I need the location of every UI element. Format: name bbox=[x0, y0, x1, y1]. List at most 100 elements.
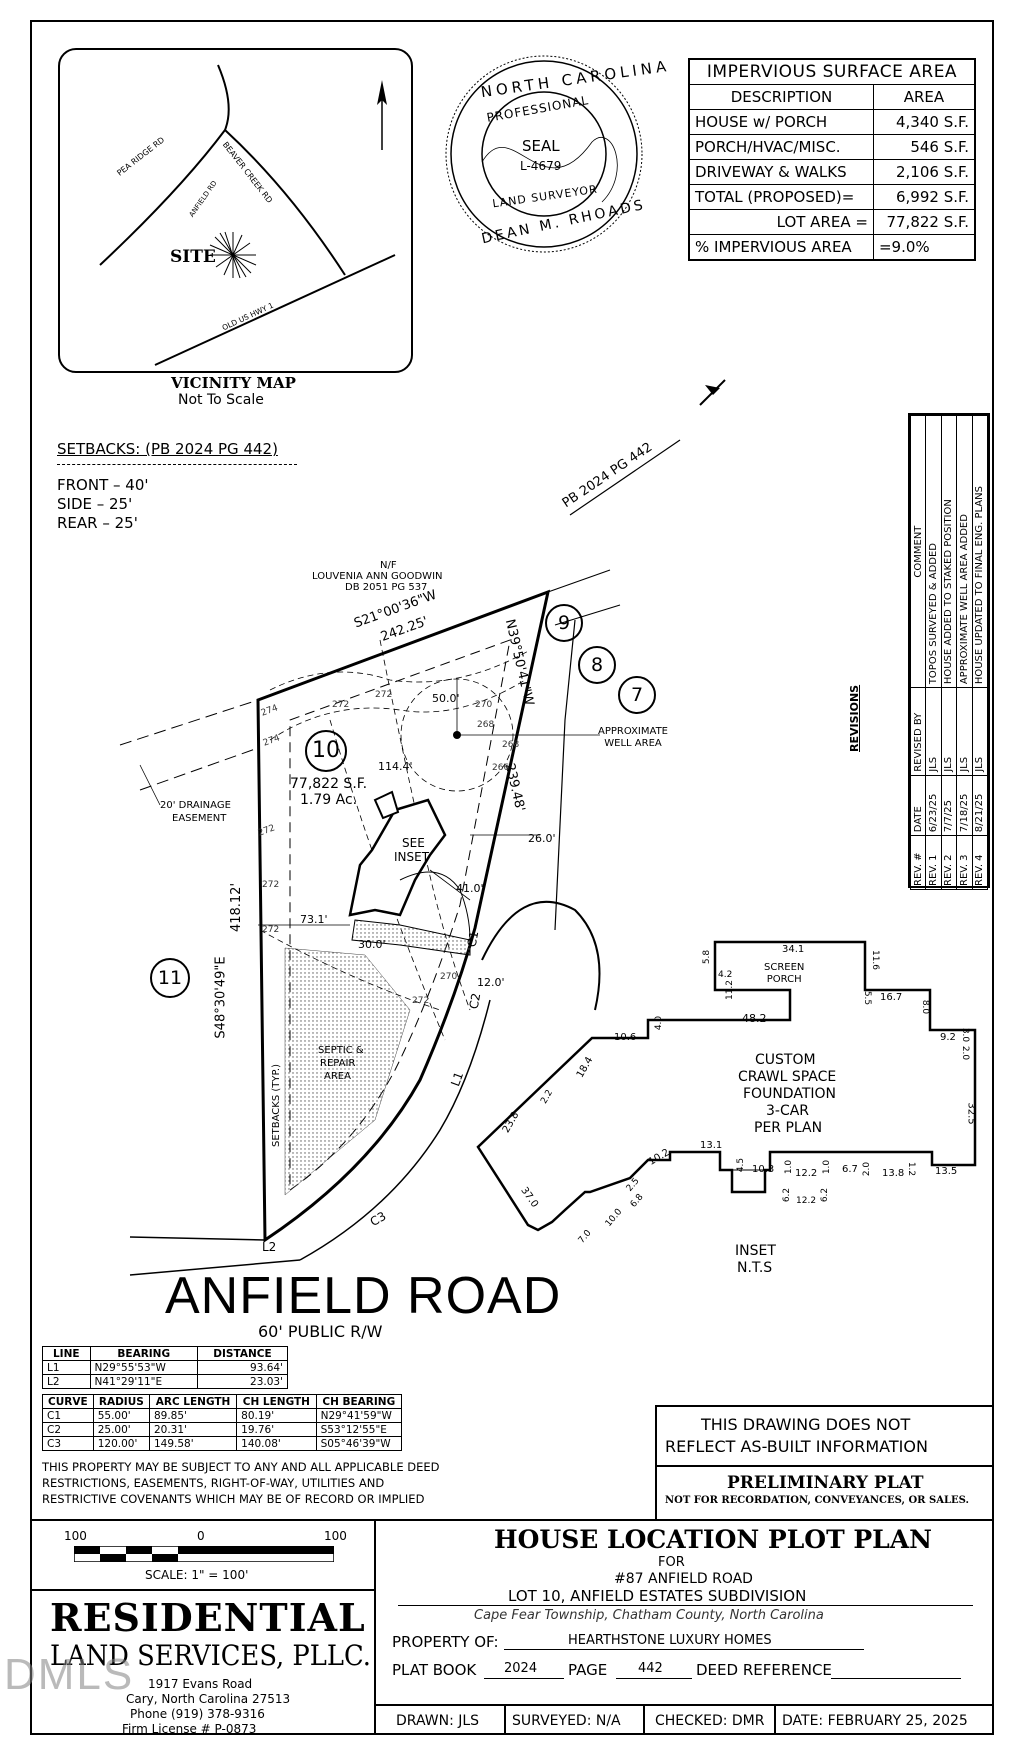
line-table-cell: N41°29'11"E bbox=[89, 1374, 198, 1389]
sheet-border bbox=[30, 20, 994, 1735]
inset-dim: 12.2 bbox=[795, 1168, 818, 1179]
company-name-2: LAND SERVICES, PLLC. bbox=[50, 1639, 371, 1672]
inset-dim: 9.2 bbox=[940, 1032, 956, 1043]
footer-surveyed-text: SURVEYED: N/A bbox=[512, 1713, 621, 1729]
curve-table-cell: 89.85' bbox=[148, 1408, 238, 1423]
plat-book-underline bbox=[484, 1678, 564, 1679]
property-of-value: HEARTHSTONE LUXURY HOMES bbox=[568, 1633, 772, 1648]
impervious-row-label: % IMPERVIOUS AREA bbox=[688, 234, 874, 261]
contour-label: 272 bbox=[262, 925, 280, 935]
inset-label-2: N.T.S bbox=[737, 1260, 773, 1276]
contour-label: 270 bbox=[440, 972, 458, 982]
inset-dim: 8.0 bbox=[920, 999, 931, 1015]
inset-dim: 6.7 bbox=[842, 1164, 858, 1175]
lot-11-marker: 11 bbox=[150, 958, 190, 998]
inset-dim: 10.6 bbox=[614, 1032, 637, 1043]
scale-bar bbox=[74, 1546, 334, 1562]
lot-acres: 1.79 Ac. bbox=[300, 792, 358, 808]
impervious-row-value: 2,106 S.F. bbox=[872, 159, 976, 185]
drainage-easement-label-1: 20' DRAINAGE bbox=[160, 800, 231, 811]
inset-dim: 13.5 bbox=[935, 1166, 958, 1177]
site-star-icon bbox=[209, 231, 257, 279]
impervious-row-label: HOUSE w/ PORCH bbox=[688, 109, 874, 135]
well-area-label: APPROXIMATE WELL AREA bbox=[598, 726, 668, 749]
north-arrow-icon bbox=[377, 80, 387, 150]
property-of-underline bbox=[504, 1649, 864, 1650]
vicinity-map: PEA RIDGE RD BEAVER CREEK RD ANFIELD RD … bbox=[58, 48, 413, 373]
plan-lot: LOT 10, ANFIELD ESTATES SUBDIVISION bbox=[508, 1587, 807, 1605]
property-of-label: PROPERTY OF: bbox=[392, 1633, 499, 1651]
deed-reference-underline bbox=[831, 1678, 961, 1679]
plat-book-value: 2024 bbox=[504, 1661, 538, 1676]
inset-dim: 1.0 bbox=[784, 1159, 795, 1175]
curve-table-cell: S05°46'39"W bbox=[315, 1436, 403, 1451]
curve-table-cell: N29°41'59"W bbox=[315, 1408, 403, 1423]
disclaimer-line-2: REFLECT AS-BUILT INFORMATION bbox=[665, 1437, 928, 1456]
inset-house-text-5: PER PLAN bbox=[754, 1120, 823, 1136]
impervious-row-value: 6,992 S.F. bbox=[872, 184, 976, 210]
road-name: ANFIELD ROAD bbox=[165, 1267, 562, 1325]
footer-checked-text: CHECKED: DMR bbox=[655, 1713, 765, 1729]
inset-house-text-1: CUSTOM bbox=[755, 1052, 816, 1068]
deed-reference-label: DEED REFERENCE bbox=[696, 1661, 832, 1679]
inset-dim: 13.8 bbox=[882, 1168, 905, 1179]
adjoiner-db: DB 2051 PG 537 bbox=[345, 582, 428, 593]
see-inset-label-1: SEE bbox=[402, 836, 425, 850]
contour-label: 268 bbox=[502, 740, 520, 750]
curve-table-cell: 149.58' bbox=[148, 1436, 238, 1451]
contour-label: 272 bbox=[332, 700, 350, 710]
inset-house-drawing bbox=[476, 940, 977, 1232]
disclaimer-box: THIS DRAWING DOES NOT REFLECT AS-BUILT I… bbox=[655, 1405, 994, 1519]
inset-dim: 5.8 bbox=[702, 949, 713, 965]
drainage-easement-label-2: EASEMENT bbox=[172, 813, 227, 824]
inset-dim: 13.1 bbox=[700, 1140, 723, 1151]
setback-rear: REAR – 25' bbox=[57, 514, 138, 532]
lot-9-marker: 9 bbox=[545, 604, 583, 642]
footer-date: DATE: FEBRUARY 25, 2025 bbox=[776, 1704, 994, 1735]
curve-table-header: CH BEARING bbox=[315, 1394, 403, 1409]
curve-table-cell: 120.00' bbox=[92, 1436, 150, 1451]
septic-label-3: AREA bbox=[324, 1071, 351, 1082]
adjoiner-nf: N/F bbox=[380, 560, 397, 571]
line-table-header: BEARING bbox=[89, 1346, 198, 1361]
inset-dim: 4.0 bbox=[654, 1015, 665, 1031]
seal-center2: L-4679 bbox=[520, 159, 562, 173]
curve-table-cell: 80.19' bbox=[236, 1408, 317, 1423]
title-divider bbox=[398, 1605, 973, 1606]
line-table-cell: L1 bbox=[42, 1360, 91, 1375]
dim-12: 12.0' bbox=[477, 976, 505, 989]
scale-label: SCALE: 1" = 100' bbox=[145, 1568, 249, 1582]
plan-township: Cape Fear Township, Chatham County, Nort… bbox=[474, 1608, 824, 1623]
septic-label-1: SEPTIC & bbox=[318, 1045, 364, 1056]
inset-dim: 1.2 bbox=[906, 1161, 917, 1177]
north-arrow-plan-icon bbox=[699, 379, 726, 406]
inset-dim: 32.5 bbox=[965, 1102, 977, 1125]
property-note-line-3: RESTRICTIVE COVENANTS WHICH MAY BE OF RE… bbox=[42, 1492, 425, 1506]
plat-book-label: PLAT BOOK bbox=[392, 1661, 477, 1679]
curve-table-header: CH LENGTH bbox=[236, 1394, 317, 1409]
inset-dim: 11.6 bbox=[870, 949, 881, 971]
contour-label: 268 bbox=[477, 720, 495, 730]
inset-dim: 16.7 bbox=[880, 992, 903, 1003]
contour-label: 270 bbox=[475, 700, 493, 710]
page-value: 442 bbox=[638, 1661, 663, 1676]
line-table-cell: 93.64' bbox=[196, 1360, 289, 1375]
inset-dim: 12.2 bbox=[796, 1196, 817, 1206]
line-table-cell: N29°55'53"W bbox=[89, 1360, 198, 1375]
inset-house-text-2: CRAWL SPACE bbox=[738, 1069, 837, 1085]
inset-screen-porch: SCREEN PORCH bbox=[764, 962, 805, 985]
curve-table-cell: S53°12'55"E bbox=[315, 1422, 403, 1437]
contour-label: 266 bbox=[492, 763, 510, 773]
lot-8-marker: 8 bbox=[578, 646, 616, 684]
scale-right: 100 bbox=[324, 1529, 347, 1543]
impervious-row-label: TOTAL (PROPOSED)= bbox=[688, 184, 874, 210]
inset-dim: 2.0 bbox=[862, 1161, 873, 1177]
dim-114: 114.4' bbox=[378, 760, 413, 773]
impervious-title: IMPERVIOUS SURFACE AREA bbox=[688, 58, 976, 85]
property-note-line-1: THIS PROPERTY MAY BE SUBJECT TO ANY AND … bbox=[42, 1460, 440, 1474]
line-table-header: LINE bbox=[42, 1346, 91, 1361]
company-address-2: Cary, North Carolina 27513 bbox=[126, 1692, 291, 1706]
